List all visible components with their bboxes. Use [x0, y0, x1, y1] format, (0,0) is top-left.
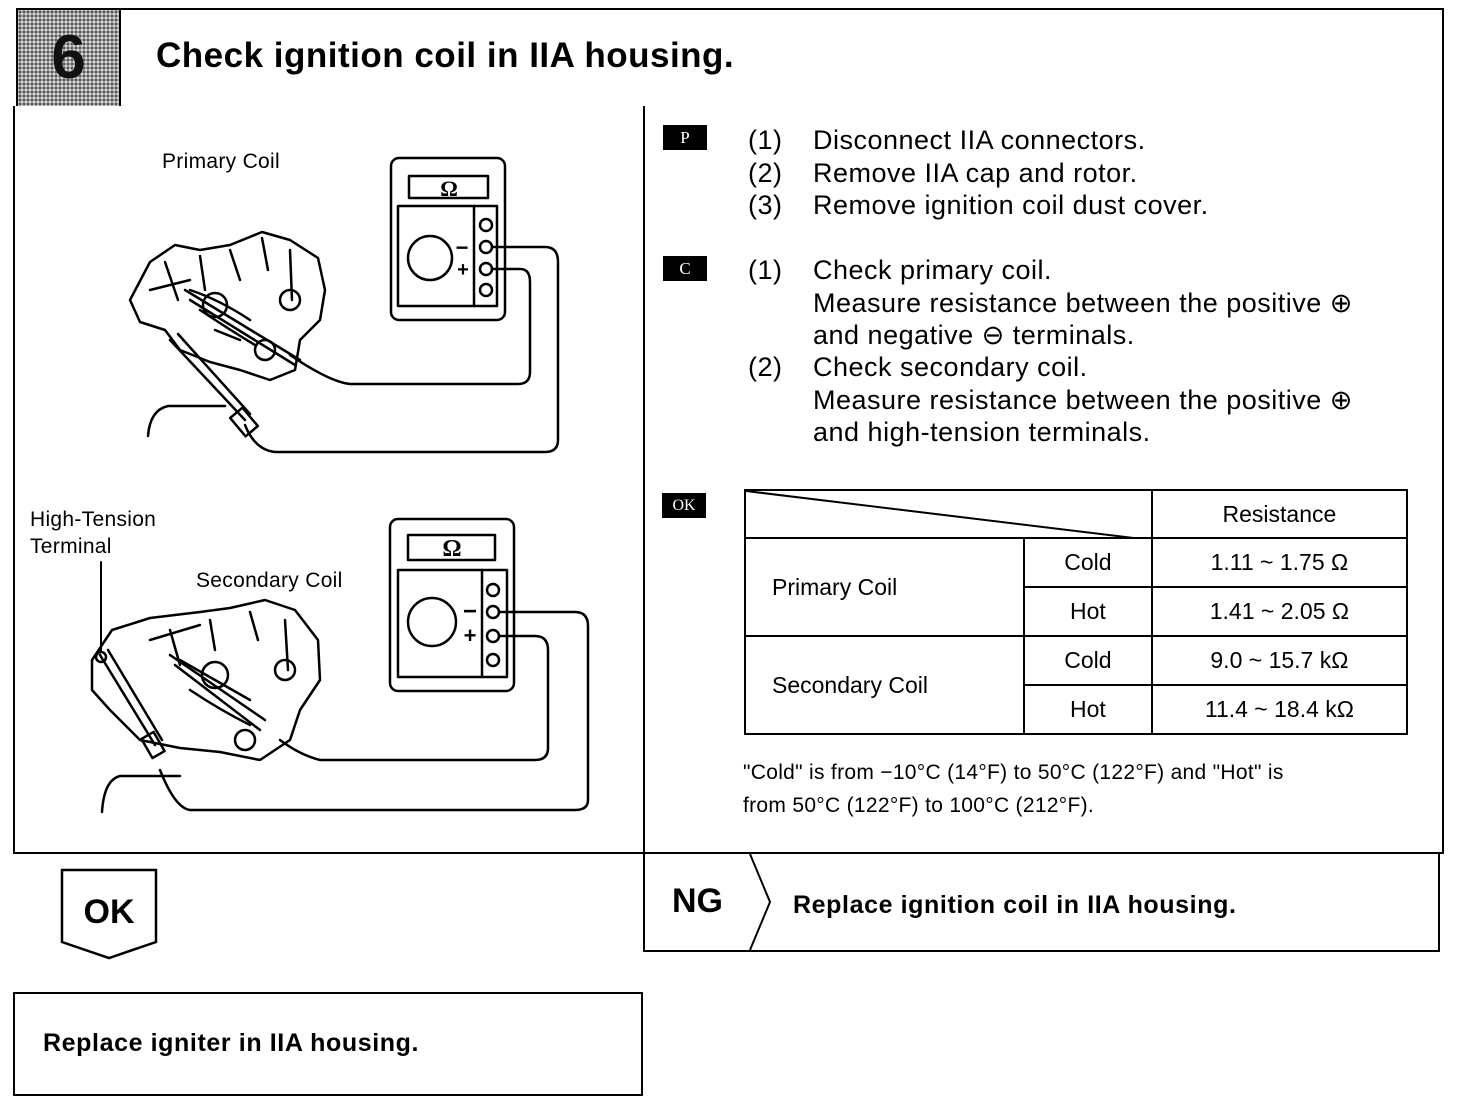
ok-action-box	[13, 992, 643, 1096]
prep-step-text: Disconnect IIA connectors.	[813, 125, 1146, 155]
high-tension-terminal-label: High-Tension Terminal	[30, 506, 156, 560]
ng-label: NG	[672, 882, 723, 920]
ohmmeter-illustration: Ω − + Ω − +	[90, 156, 590, 814]
ng-result-box	[643, 854, 1440, 952]
check-step-2-line1: Check secondary coil.	[813, 352, 1088, 382]
prep-step-num: (3)	[748, 190, 783, 220]
row-label-primary: Primary Coil	[744, 537, 1025, 637]
ok-spec-tag: OK	[662, 493, 706, 518]
column-divider	[643, 106, 645, 952]
note-line1: "Cold" is from −10°C (14°F) to 50°C (122…	[743, 761, 1284, 784]
table-row: Primary Coil Cold 1.11 ~ 1.75 Ω	[744, 537, 1409, 637]
prep-step-text: Remove IIA cap and rotor.	[813, 158, 1138, 188]
resistance-spec-table: Resistance Primary Coil Cold 1.11 ~ 1.75…	[744, 489, 1409, 735]
check-step-num: (2)	[748, 352, 783, 382]
ok-label: OK	[83, 893, 135, 931]
ok-arrow-badge-icon	[60, 868, 158, 960]
cell-cold-label: Cold	[1022, 635, 1153, 686]
minus-symbol-primary: −	[456, 235, 469, 260]
cell-primary-hot-value: 1.41 ~ 2.05 Ω	[1150, 586, 1409, 637]
plus-symbol-secondary: +	[464, 623, 477, 648]
table-corner-cell	[744, 489, 1153, 539]
prep-step-text: Remove ignition coil dust cover.	[813, 190, 1209, 220]
ohm-symbol-primary: Ω	[440, 176, 458, 201]
row-label-secondary: Secondary Coil	[744, 635, 1025, 735]
step-number: 6	[51, 23, 86, 92]
primary-coil-label: Primary Coil	[162, 150, 280, 173]
table-row: Hot 11.4 ~ 18.4 kΩ	[745, 684, 1409, 735]
check-step-1-line1: Check primary coil.	[813, 255, 1053, 285]
cell-hot-label: Hot	[1022, 586, 1153, 637]
diagonal-line	[746, 491, 1142, 539]
step-header: 6 Check ignition coil in IIA housing.	[16, 8, 1444, 108]
ok-action-text: Replace igniter in IIA housing.	[43, 1029, 420, 1057]
step-badge	[18, 10, 121, 106]
minus-symbol-secondary: −	[463, 598, 477, 625]
prep-step-num: (2)	[748, 158, 783, 188]
ng-chevron-icon	[749, 854, 772, 951]
prep-step-num: (1)	[748, 125, 783, 155]
temperature-note: "Cold" is from −10°C (14°F) to 50°C (122…	[743, 756, 1413, 822]
check-step-num: (1)	[748, 255, 783, 285]
cell-primary-cold-value: 1.11 ~ 1.75 Ω	[1150, 537, 1409, 588]
cell-hot-label: Hot	[1022, 684, 1153, 735]
table-row: Hot 1.41 ~ 2.05 Ω	[745, 586, 1409, 637]
check-step-1-line2: Measure resistance between the positive …	[813, 287, 1353, 318]
secondary-coil-label: Secondary Coil	[196, 569, 343, 592]
check-tag: C	[663, 256, 707, 281]
check-step-2-line2: Measure resistance between the positive …	[813, 384, 1353, 415]
cell-secondary-cold-value: 9.0 ~ 15.7 kΩ	[1150, 635, 1409, 686]
ohmmeter-secondary-icon	[388, 517, 516, 693]
ohm-symbol-secondary: Ω	[442, 536, 461, 562]
table-header-resistance: Resistance	[1150, 489, 1409, 539]
ng-action-text: Replace ignition coil in IIA housing.	[793, 891, 1237, 919]
page-title: Check ignition coil in IIA housing.	[156, 36, 735, 75]
high-tension-label-line1: High-Tension	[30, 508, 157, 531]
high-tension-label-line2: Terminal	[30, 535, 112, 558]
cell-cold-label: Cold	[1022, 537, 1153, 588]
plus-symbol-primary: +	[457, 259, 469, 281]
preparation-tag: P	[663, 125, 707, 150]
note-line2: from 50°C (122°F) to 100°C (212°F).	[743, 794, 1095, 817]
check-step-2-line3: and high-tension terminals.	[813, 417, 1151, 447]
table-header-row: Resistance	[744, 489, 1409, 539]
table-row: Secondary Coil Cold 9.0 ~ 15.7 kΩ	[744, 635, 1409, 735]
cell-secondary-hot-value: 11.4 ~ 18.4 kΩ	[1150, 684, 1409, 735]
check-step-1-line3: and negative ⊖ terminals.	[813, 320, 1135, 350]
